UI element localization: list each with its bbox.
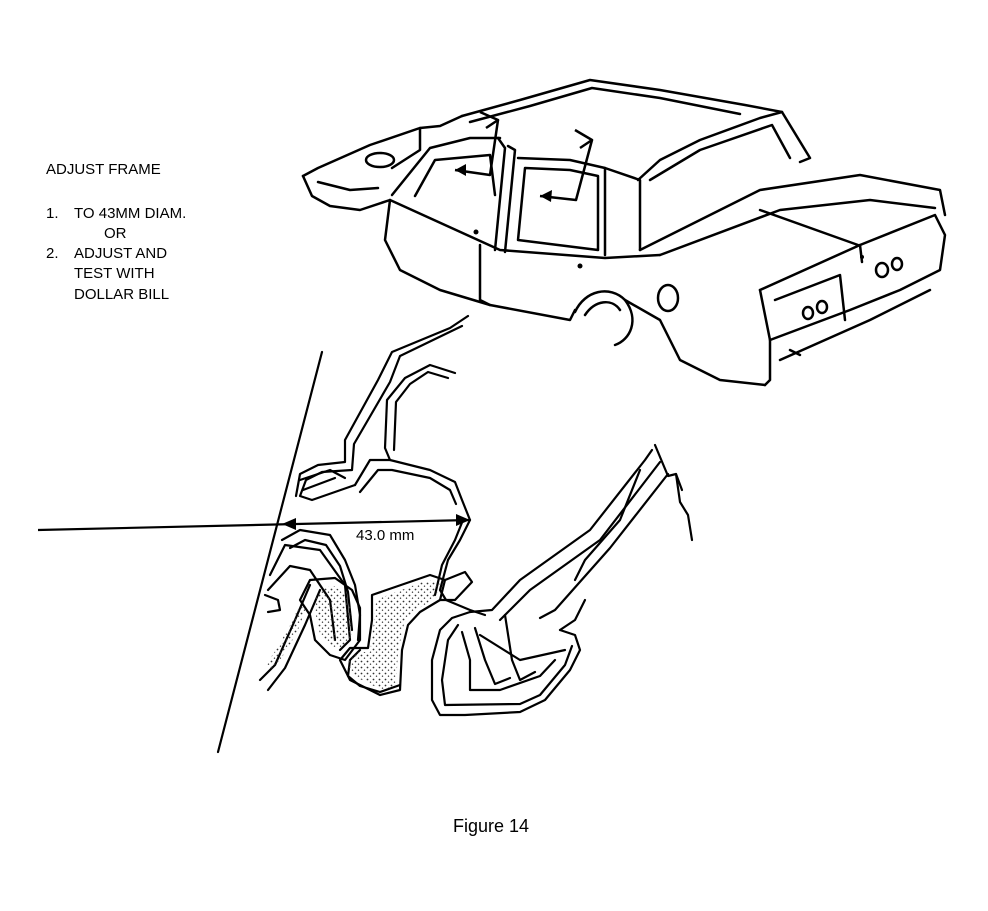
notes-title: ADJUST FRAME <box>46 161 161 178</box>
figure-caption: Figure 14 <box>453 816 530 836</box>
item-2-line-1: ADJUST AND <box>74 245 168 262</box>
item-2-line-3: DOLLAR BILL <box>74 286 170 303</box>
item-1-number: 1. <box>46 205 59 222</box>
dimension-label: 43.0 mm <box>356 527 415 544</box>
item-2-number: 2. <box>46 245 59 262</box>
or-text: OR <box>104 225 127 242</box>
item-1-text: TO 43MM DIAM. <box>74 205 187 222</box>
item-2-line-2: TEST WITH <box>74 265 155 282</box>
